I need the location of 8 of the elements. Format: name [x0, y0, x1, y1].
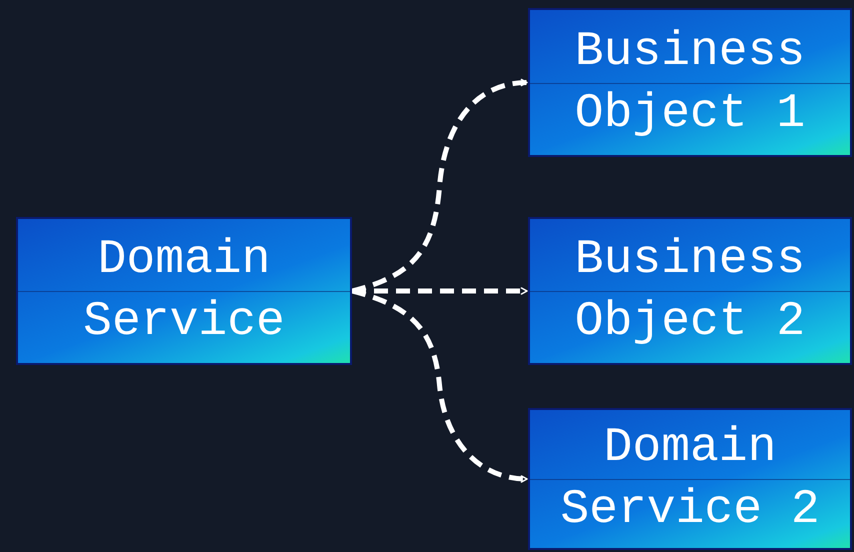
box-label: Domain Service [82, 232, 286, 351]
box-label: Business Object 1 [574, 24, 806, 142]
process-box [16, 217, 352, 365]
process-box [528, 408, 852, 550]
box-label: Domain Service 2 [559, 420, 821, 539]
process-box [528, 8, 852, 157]
process-box [528, 217, 852, 365]
box-label: Business Object 2 [574, 232, 806, 351]
